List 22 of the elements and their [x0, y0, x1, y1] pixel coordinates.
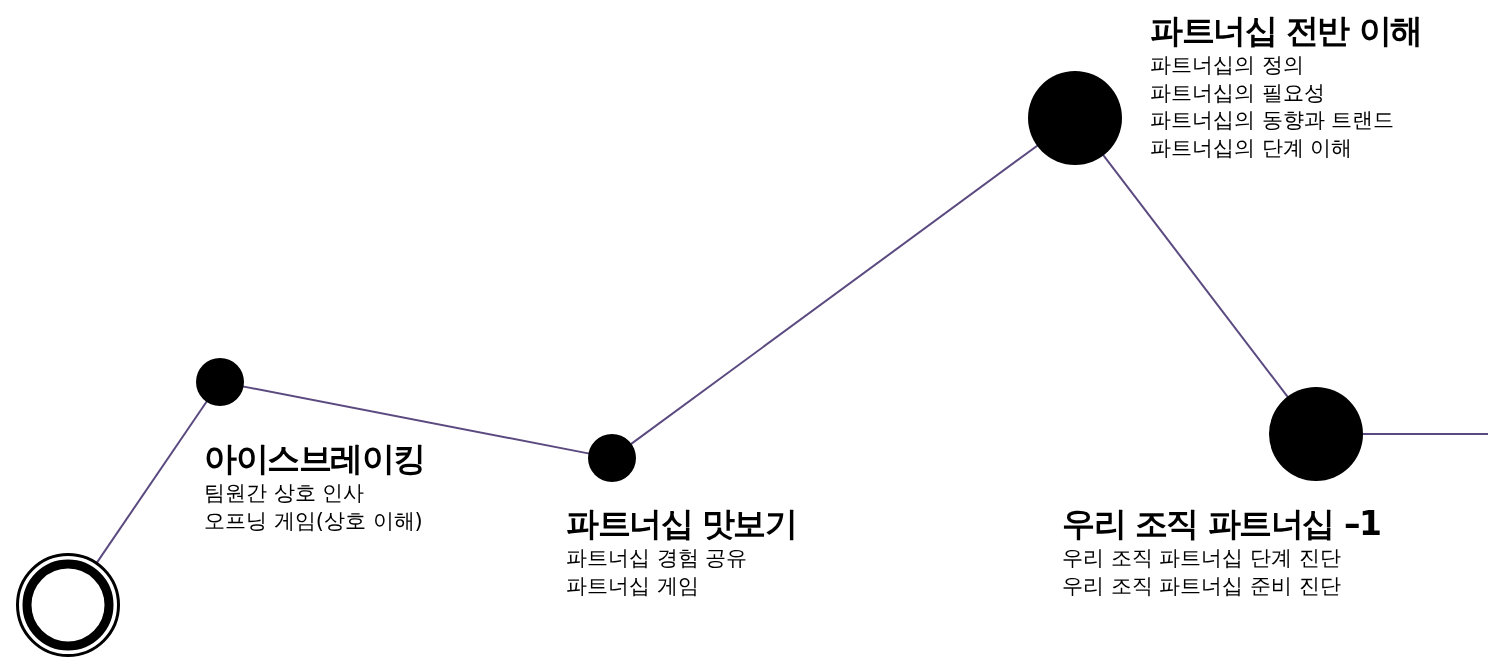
step-item: 우리 조직 파트너십 단계 진단: [1062, 545, 1341, 572]
step-item: 파트너십의 정의: [1150, 52, 1304, 79]
circle-marker: [588, 434, 636, 482]
connector-line: [1101, 153, 1290, 399]
step-item: 파트너십의 동향과 트랜드: [1150, 107, 1395, 134]
step-item: 팀원간 상호 인사: [204, 480, 365, 507]
step-item: 파트너십의 단계 이해: [1150, 134, 1353, 162]
step-item: 우리 조직 파트너십 준비 진단: [1062, 572, 1341, 600]
step-heading: 파트너십 전반 이해: [1150, 12, 1422, 50]
connector-line: [95, 400, 209, 564]
connector-line: [1361, 433, 1488, 435]
step-item: 파트너십의 필요성: [1150, 79, 1325, 107]
connector-line: [629, 144, 1039, 446]
connector-line: [241, 385, 591, 455]
step-item: 오프닝 게임(상호 이해): [204, 507, 423, 535]
step-item: 파트너십 게임: [566, 572, 699, 600]
step-heading: 아이스브레이킹: [204, 440, 425, 478]
ring-marker: [16, 553, 120, 657]
circle-marker: [196, 358, 244, 406]
step-heading: 파트너십 맛보기: [566, 505, 797, 543]
step-item: 파트너십 경험 공유: [566, 545, 748, 572]
step-heading: 우리 조직 파트너십 –1: [1062, 505, 1381, 543]
